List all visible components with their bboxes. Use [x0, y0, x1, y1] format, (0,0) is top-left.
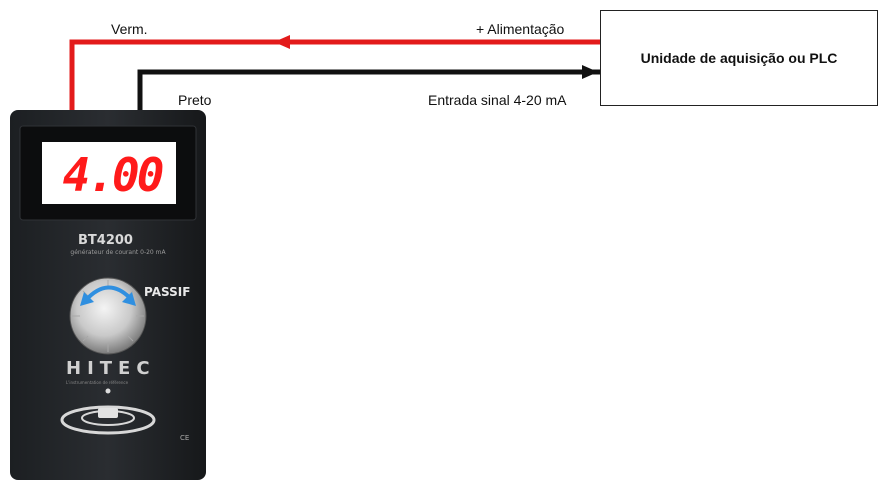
- plc-title: Unidade de aquisição ou PLC: [640, 50, 838, 66]
- red-wire: [69, 39, 600, 110]
- black-wire-arrow-icon: [582, 65, 598, 79]
- black-wire-label: Preto: [178, 92, 212, 108]
- status-led: [105, 388, 111, 394]
- power-supply-label: + Alimentação: [476, 21, 565, 37]
- red-wire-label: Verm.: [111, 21, 148, 37]
- device-description: générateur de courant 0-20 mA: [70, 249, 166, 256]
- model-name: BT4200: [78, 233, 133, 248]
- display-window: [42, 142, 176, 204]
- mode-label: PASSIF: [144, 285, 191, 299]
- rotation-arrows-icon: [84, 285, 132, 302]
- signal-input-label: Entrada sinal 4-20 mA: [428, 92, 567, 108]
- plc-unit-box: Unidade de aquisição ou PLC: [600, 10, 878, 106]
- red-wire-arrow-icon: [274, 35, 290, 49]
- ce-mark: CE: [180, 434, 190, 442]
- brand-name: HITEC: [66, 358, 156, 379]
- device-body-graphic: [10, 110, 206, 480]
- display-value: 4.00: [62, 148, 165, 202]
- black-wire: [137, 69, 600, 110]
- brand-tagline: L'instrumentation de référence: [66, 380, 129, 385]
- current-generator-device: 4.00 BT4200 générateur de courant 0-20 m…: [8, 108, 208, 482]
